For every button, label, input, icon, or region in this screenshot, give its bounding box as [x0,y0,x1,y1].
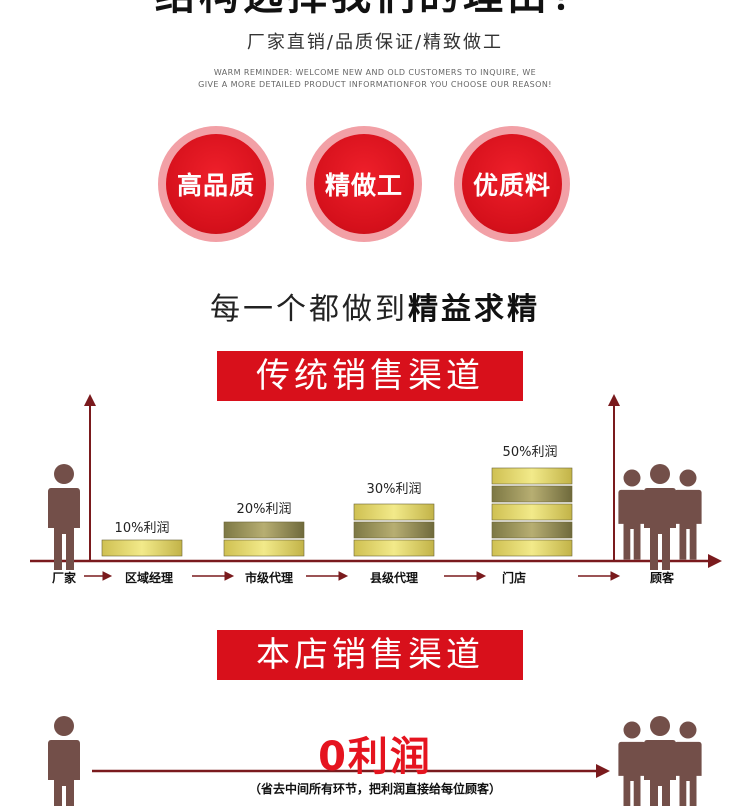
direct-channel-note: （省去中间所有环节，把利润直接给每位顾客） [248,782,501,796]
bar-label-regional: 10%利润 [114,521,170,536]
warm-reminder: WARM REMINDER: WELCOME NEW AND OLD CUSTO… [0,67,750,91]
node-label-city-agent: 市级代理 [244,571,293,585]
node-label-customer: 顾客 [649,571,674,585]
coin-layer [491,521,573,539]
node-label-factory: 厂家 [51,571,76,585]
page-title: 结构选择我们的理由！ [0,0,750,18]
flow-arrow-head [610,571,621,581]
profit-bar [101,539,183,557]
flow-arrow-head [102,571,113,581]
our-channel-diagram [48,716,702,806]
node-label-store: 门店 [501,571,526,585]
profit-bar [491,467,573,557]
traditional-channel-banner: 传统销售渠道 [217,351,523,401]
node-label-county-agent: 县级代理 [369,571,418,585]
coin-layer [491,485,573,503]
customer-person-icon [674,469,702,560]
feature-circle-quality: 高品质 [158,126,274,242]
slogan: 每一个都做到精益求精 [0,284,750,328]
feature-label-material: 优质料 [462,134,562,234]
coin-layer [223,521,305,539]
feature-label-workmanship: 精做工 [314,134,414,234]
reminder-line-2: GIVE A MORE DETAILED PRODUCT INFORMATION… [198,80,552,89]
coin-layer [353,503,435,521]
coin-layer [353,521,435,539]
our-channel-banner: 本店销售渠道 [217,630,523,680]
coin-layer [491,467,573,485]
flow-arrow-head [476,571,487,581]
coin-layer [101,539,183,557]
zero-profit-label: 0利润 [318,734,432,780]
bar-label-county: 30%利润 [366,482,422,497]
factory-person-icon [48,464,80,570]
coin-layer [353,539,435,557]
bar-label-store: 50%利润 [502,445,558,460]
reminder-line-1: WARM REMINDER: WELCOME NEW AND OLD CUSTO… [213,68,537,77]
customer-person-icon [644,464,676,570]
feature-circle-workmanship: 精做工 [306,126,422,242]
bar-label-city: 20%利润 [236,502,292,517]
coin-layer [491,539,573,557]
flow-arrow-head [338,571,349,581]
profit-bar [223,521,305,557]
subtitle: 厂家直销/品质保证/精致做工 [246,32,504,53]
profit-bar [353,503,435,557]
feature-circle-material: 优质料 [454,126,570,242]
direct-arrow-head [596,764,610,778]
baseline-arrowhead [708,554,722,568]
customer-person-icon [618,469,646,560]
node-label-regional-manager: 区域经理 [124,571,173,585]
right-axis-arrowhead [608,394,620,406]
slogan-normal: 每一个都做到 [210,292,408,327]
profit-bars [101,467,573,557]
coin-layer [223,539,305,557]
traditional-channel-diagram [30,394,722,581]
left-axis-arrowhead [84,394,96,406]
flow-arrows [84,571,621,581]
coin-layer [491,503,573,521]
flow-arrow-head [224,571,235,581]
feature-label-quality: 高品质 [166,134,266,234]
slogan-bold: 精益求精 [408,292,540,327]
